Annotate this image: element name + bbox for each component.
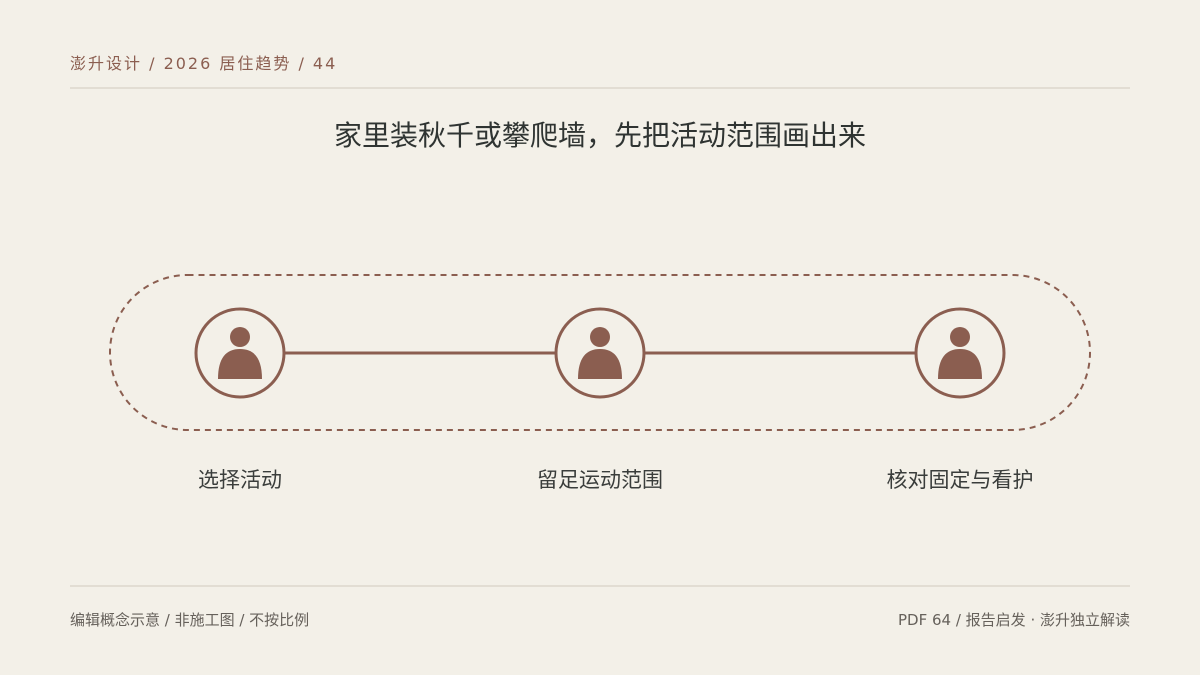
step-label-check-fixing-supervision: 核对固定与看护 (886, 468, 1034, 492)
step-node-1 (194, 307, 286, 399)
footer-disclaimer: 编辑概念示意 / 非施工图 / 不按比例 (70, 611, 310, 629)
footer-divider (70, 585, 1130, 587)
breadcrumb: 澎升设计 / 2026 居住趋势 / 44 (70, 54, 338, 73)
step-node-3 (914, 307, 1006, 399)
person-icon (938, 327, 982, 379)
person-icon (218, 327, 262, 379)
step-label-reserve-range: 留足运动范围 (537, 468, 663, 492)
footer-source: PDF 64 / 报告启发 · 澎升独立解读 (898, 611, 1130, 629)
page-title: 家里装秋千或攀爬墙，先把活动范围画出来 (333, 119, 866, 152)
header-divider (70, 87, 1130, 89)
step-node-2 (554, 307, 646, 399)
step-label-choose-activity: 选择活动 (198, 468, 282, 492)
person-icon (578, 327, 622, 379)
activity-range-boundary (109, 274, 1091, 431)
